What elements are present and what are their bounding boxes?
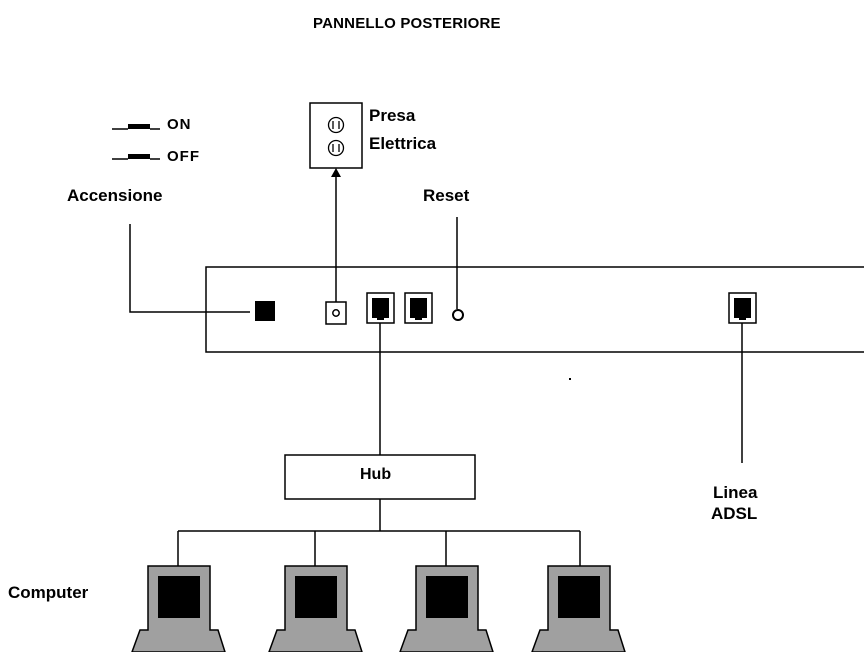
reset-label: Reset <box>423 186 470 205</box>
arrow-up-icon <box>331 168 341 177</box>
switch-on-label: ON <box>167 116 192 133</box>
power-outlet <box>309 102 363 169</box>
switch-caption: Accensione <box>67 186 163 205</box>
outlet-socket-bottom <box>327 139 345 157</box>
hub-label: Hub <box>360 466 392 483</box>
adsl-label-line2: ADSL <box>711 504 758 523</box>
computer-monitor-4 <box>531 565 626 652</box>
stray-dot <box>569 378 571 380</box>
diagram-title: PANNELLO POSTERIORE <box>313 15 501 32</box>
power-outlet-label-line2: Elettrica <box>369 134 437 153</box>
power-switch-button <box>255 301 275 321</box>
computer-monitor-1 <box>131 565 226 652</box>
switch-off-label: OFF <box>167 148 200 165</box>
power-jack <box>325 301 347 325</box>
switch-on-symbol <box>112 124 160 130</box>
switch-leader-line <box>129 224 250 313</box>
reset-button <box>452 309 464 321</box>
computer-monitor-2 <box>268 565 363 652</box>
switch-off-symbol <box>112 154 160 160</box>
hub-box <box>284 454 476 500</box>
lan-port-1 <box>366 292 395 324</box>
adsl-label-line1: Linea <box>713 483 758 502</box>
computers-label: Computer <box>8 583 89 602</box>
outlet-socket-top <box>327 116 345 134</box>
device-panel <box>205 266 864 353</box>
lan-port-2 <box>404 292 433 324</box>
computer-monitor-3 <box>399 565 494 652</box>
power-outlet-label-line1: Presa <box>369 106 416 125</box>
adsl-port <box>728 292 757 324</box>
